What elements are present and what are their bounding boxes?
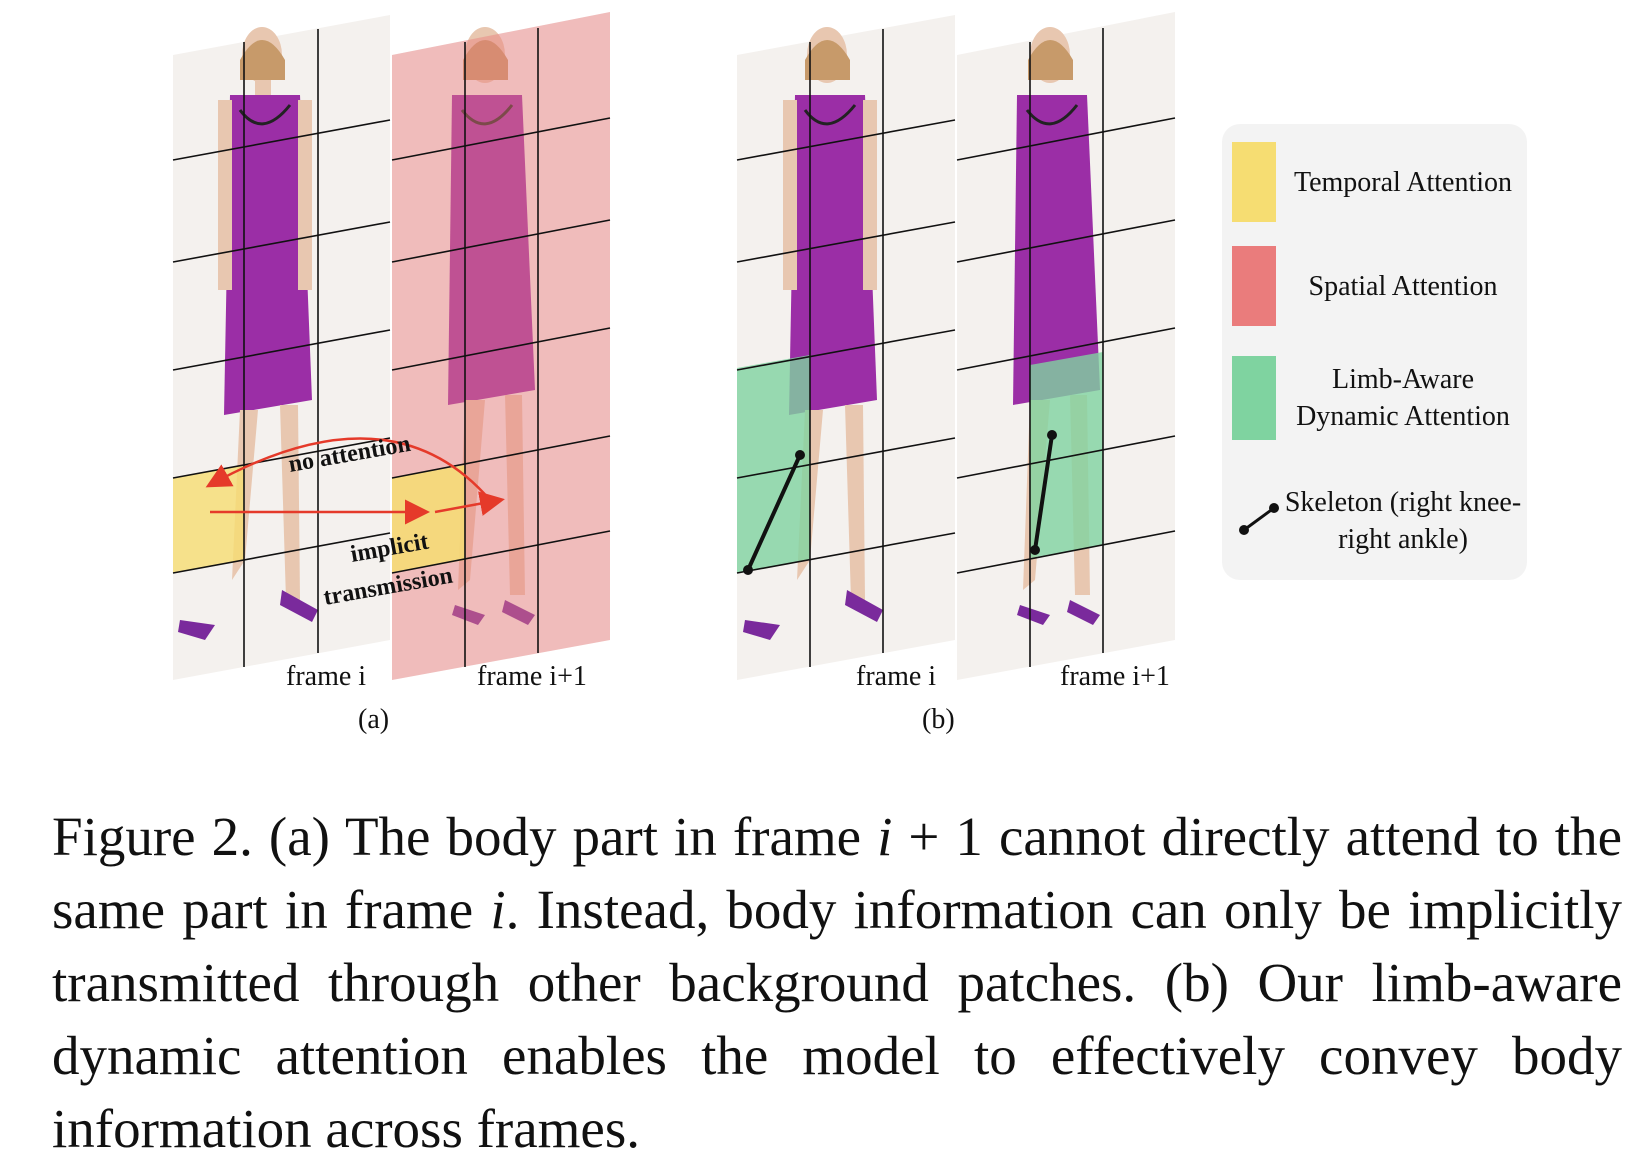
panel-b: frame i frame i+1 (b) <box>736 12 1176 735</box>
limb-swatch <box>1232 356 1276 440</box>
panel-b-frame-i-plus-1-label: frame i+1 <box>1060 661 1170 692</box>
panel-b-frame-i-label: frame i <box>856 661 936 692</box>
panel-a-frame-i-plus-1-label: frame i+1 <box>477 661 587 692</box>
legend-item-limb: Limb-Aware Dynamic Attention <box>1222 356 1527 440</box>
legend-item-temporal: Temporal Attention <box>1222 142 1527 222</box>
legend-label-temporal: Temporal Attention <box>1293 167 1513 198</box>
figure: no attention implicit transmission frame… <box>172 12 1527 735</box>
caption-math-i-1: i <box>877 806 893 867</box>
legend-label-limb: Limb-Aware Dynamic Attention <box>1296 364 1510 432</box>
panel-a-frame-i <box>172 15 391 680</box>
legend-item-spatial: Spatial Attention <box>1222 246 1527 326</box>
panel-a-frame-i-plus-1 <box>391 12 611 680</box>
figure-illustration: no attention implicit transmission frame… <box>172 12 1176 735</box>
skeleton-icon <box>1239 503 1279 535</box>
skeleton-icon <box>1030 430 1057 555</box>
caption-mid: + 1 cannot directly attend to the same p… <box>52 806 1622 940</box>
caption-lead: Figure 2. (a) The body part in frame <box>52 806 878 867</box>
panel-b-sub-label: (b) <box>922 704 955 735</box>
panel-b-frame-i <box>736 15 956 680</box>
caption-rest: . Instead, body information can only be … <box>52 879 1622 1159</box>
legend-label-skeleton: Skeleton (right knee-right ankle) <box>1284 487 1522 555</box>
model-figure-icon <box>448 27 535 625</box>
panel-a-frame-i-label: frame i <box>286 661 366 692</box>
attention-arrows <box>205 437 505 525</box>
panel-a: no attention implicit transmission frame… <box>172 12 611 735</box>
panel-a-sub-label: (a) <box>358 704 389 735</box>
legend-item-skeleton: Skeleton (right knee-right ankle) <box>1222 476 1527 560</box>
skeleton-icon <box>743 450 805 575</box>
legend: Temporal Attention Spatial Attention Lim… <box>1222 124 1527 580</box>
spatial-swatch <box>1232 246 1276 326</box>
temporal-swatch <box>1232 142 1276 222</box>
caption-math-i-2: i <box>490 879 506 940</box>
figure-caption: Figure 2. (a) The body part in frame i +… <box>52 800 1622 1165</box>
legend-label-spatial: Spatial Attention <box>1308 271 1498 302</box>
panel-b-frame-i-plus-1 <box>956 12 1176 680</box>
